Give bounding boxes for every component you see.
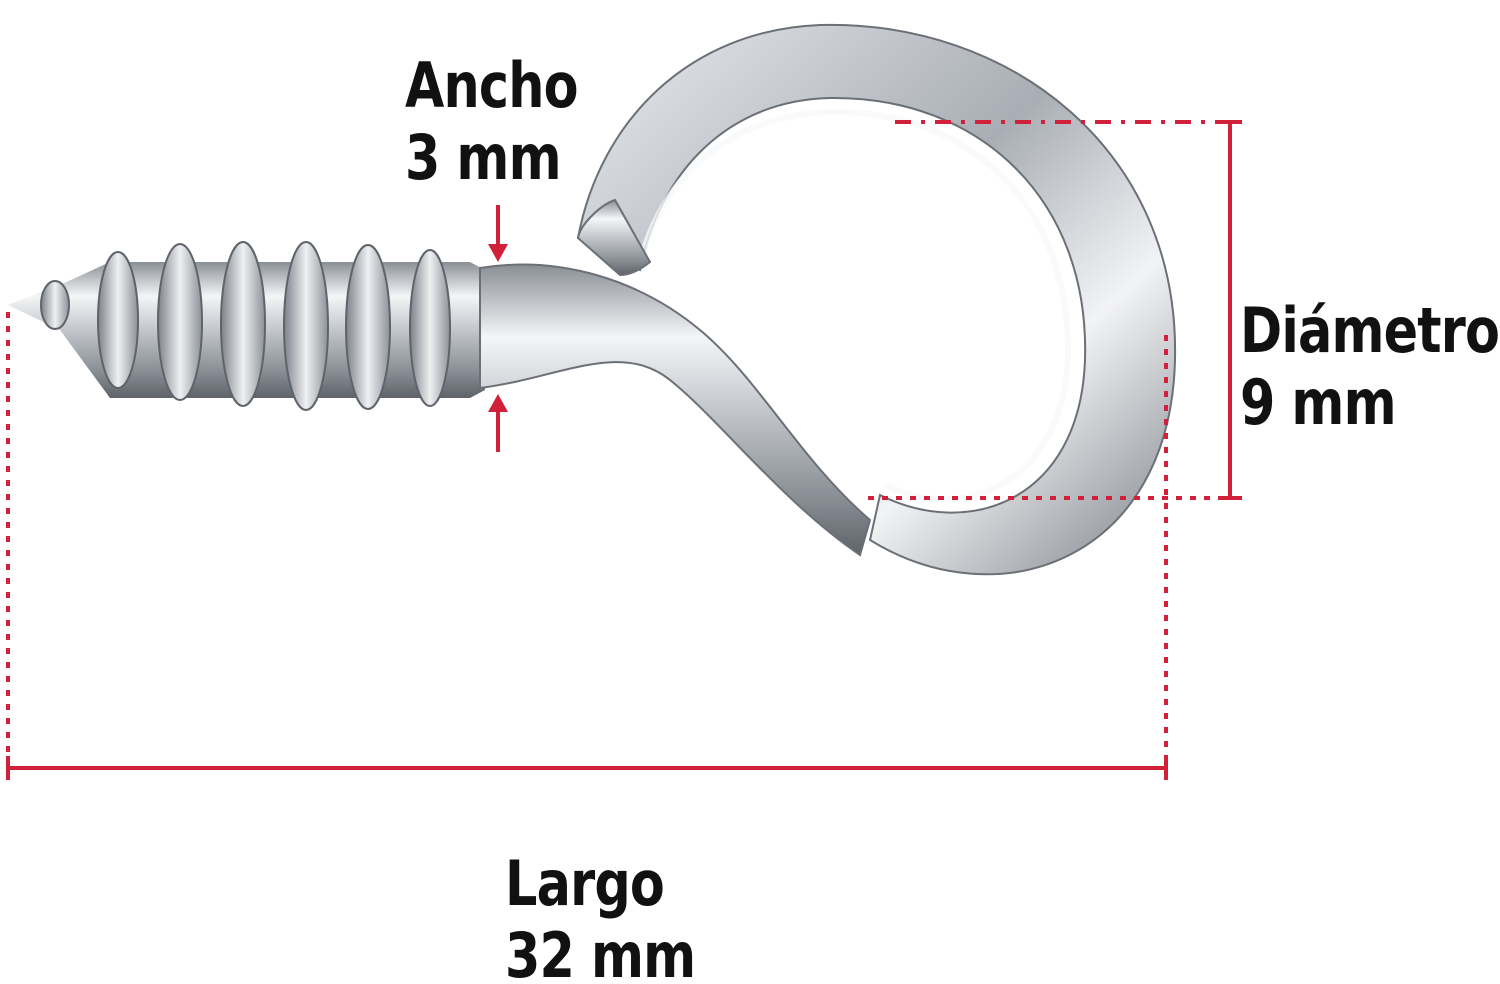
arrow-down-icon xyxy=(488,244,508,262)
arrow-up-icon xyxy=(488,394,508,412)
diameter-label-value: 9 mm xyxy=(1240,366,1397,439)
width-label: Ancho 3 mm xyxy=(405,49,579,194)
length-label: Largo 32 mm xyxy=(505,847,696,984)
screw-threads xyxy=(40,241,451,411)
length-label-value: 32 mm xyxy=(505,919,696,984)
dimension-lines xyxy=(6,120,1242,780)
width-label-name: Ancho xyxy=(405,49,579,122)
screw-shaft xyxy=(8,241,485,411)
diameter-label: Diámetro 9 mm xyxy=(1240,294,1500,439)
eye-ring xyxy=(479,23,1177,576)
width-label-value: 3 mm xyxy=(405,121,562,194)
diameter-label-name: Diámetro xyxy=(1240,294,1500,367)
length-label-name: Largo xyxy=(505,847,665,920)
